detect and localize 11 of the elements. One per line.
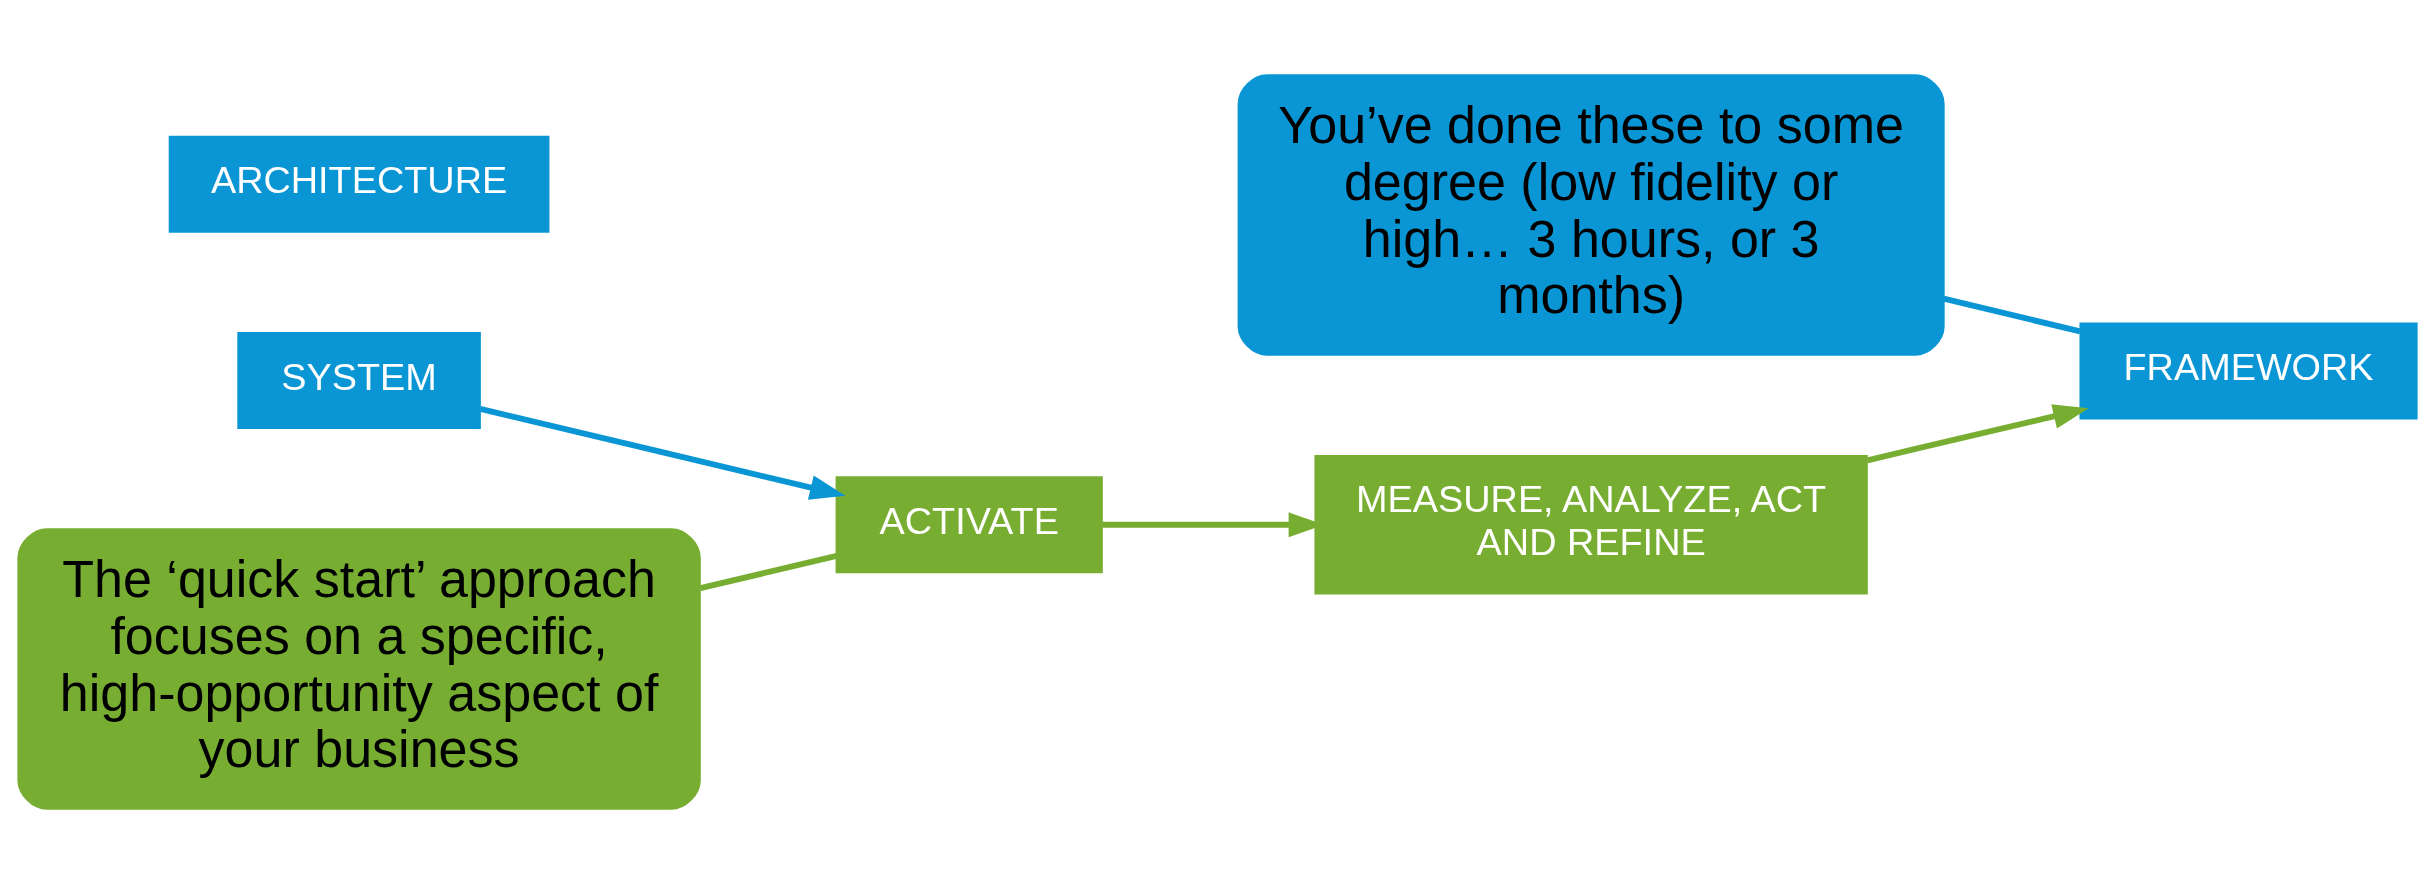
node-box: You’ve done these to some degree (low fidelity or high… 3 hours, or 3 months): [1237, 73, 1945, 356]
node-box: ACTIVATE: [835, 475, 1103, 573]
node-box: SYSTEM: [237, 331, 481, 429]
node-box: FRAMEWORK: [2079, 322, 2418, 420]
node-box: The ‘quick start’ approach focuses on a specific, high-opportunity aspect of your business: [17, 527, 701, 810]
arrow: [479, 405, 846, 500]
node-box: ARCHITECTURE: [168, 135, 550, 233]
connector: [1943, 295, 2081, 334]
node-box: MEASURE, ANALYZE, ACT AND REFINE: [1314, 454, 1868, 595]
arrow: [1866, 403, 2089, 463]
connector: [699, 552, 838, 591]
